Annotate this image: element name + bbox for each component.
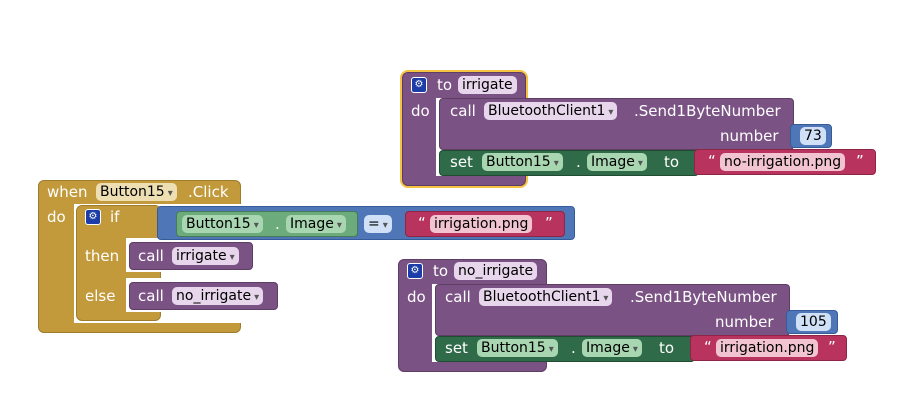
procedure-name: irrigate — [176, 248, 227, 264]
component-name: BluetoothClient1 — [483, 289, 601, 305]
do-keyword: do — [407, 288, 426, 306]
open-quote: “ — [704, 338, 712, 356]
procedure-dropdown[interactable]: irrigate▾ — [172, 247, 239, 265]
set-component-name: Button15 — [481, 340, 546, 356]
call-keyword: call — [138, 287, 164, 305]
set-property-block[interactable] — [439, 150, 699, 176]
open-quote: “ — [418, 214, 426, 232]
property-dropdown[interactable]: Image▾ — [582, 339, 642, 357]
text-value-field[interactable]: no-irrigation.png — [720, 153, 846, 171]
close-quote: ” — [856, 152, 864, 170]
procedure-name-field[interactable]: no_irrigate — [454, 262, 538, 280]
set-keyword: set — [450, 153, 473, 171]
call-keyword: call — [138, 247, 164, 265]
text-value-field[interactable]: irrigation.png — [716, 339, 819, 357]
dropdown-arrow-icon: ▾ — [632, 344, 638, 355]
mutator-gear-icon[interactable]: ⚙ — [407, 263, 423, 279]
number-arg-label: number — [715, 313, 774, 331]
to-keyword: to — [659, 339, 675, 357]
procedure-dropdown[interactable]: no_irrigate▾ — [172, 287, 264, 305]
call-keyword: call — [450, 102, 476, 120]
property-name: Image — [586, 340, 630, 356]
compare-operator: = — [368, 216, 380, 232]
number-value-field[interactable]: 105 — [796, 313, 831, 331]
set-component-dropdown[interactable]: Button15▾ — [477, 339, 558, 357]
event-name: .Click — [188, 183, 229, 201]
dropdown-arrow-icon: ▾ — [548, 344, 554, 355]
component-dropdown[interactable]: BluetoothClient1▾ — [484, 102, 618, 120]
mutator-gear-icon[interactable]: ⚙ — [411, 77, 427, 93]
call-keyword: call — [445, 288, 471, 306]
number-arg-label: number — [720, 127, 779, 145]
dropdown-arrow-icon: ▾ — [336, 220, 342, 231]
to-keyword: to — [437, 76, 453, 94]
property-name: Image — [591, 154, 635, 170]
component-dropdown[interactable]: BluetoothClient1▾ — [479, 288, 613, 306]
dot-separator: . — [576, 153, 581, 171]
mutator-gear-icon[interactable]: ⚙ — [85, 209, 101, 225]
text-value-field[interactable]: irrigation.png — [430, 215, 533, 233]
get-component-dropdown[interactable]: Button15▾ — [182, 215, 263, 233]
get-property-dropdown[interactable]: Image▾ — [286, 215, 346, 233]
dropdown-arrow-icon: ▾ — [253, 220, 259, 231]
number-value-field[interactable]: 73 — [800, 127, 826, 145]
close-quote: ” — [545, 214, 553, 232]
property-dropdown[interactable]: Image▾ — [587, 153, 647, 171]
dropdown-arrow-icon: ▾ — [637, 158, 643, 169]
dropdown-arrow-icon: ▾ — [608, 107, 614, 118]
to-keyword: to — [433, 262, 449, 280]
open-quote: “ — [708, 152, 716, 170]
if-keyword: if — [110, 208, 120, 226]
set-component-dropdown[interactable]: Button15▾ — [482, 153, 563, 171]
component-name: BluetoothClient1 — [488, 103, 606, 119]
method-name: .Send1ByteNumber — [634, 102, 781, 120]
then-keyword: then — [85, 247, 120, 265]
method-name: .Send1ByteNumber — [630, 288, 777, 306]
dropdown-arrow-icon: ▾ — [382, 220, 388, 231]
dropdown-arrow-icon: ▾ — [167, 188, 173, 199]
set-property-block[interactable] — [435, 336, 695, 362]
to-keyword: to — [664, 153, 680, 171]
when-keyword: when — [47, 183, 88, 201]
procedure-name-field[interactable]: irrigate — [458, 76, 517, 94]
procedure-name: no_irrigate — [176, 288, 252, 304]
event-component-name: Button15 — [100, 184, 165, 200]
do-keyword: do — [411, 102, 430, 120]
set-keyword: set — [445, 339, 468, 357]
compare-op-dropdown[interactable]: =▾ — [364, 215, 392, 233]
else-keyword: else — [85, 287, 116, 305]
close-quote: ” — [828, 338, 836, 356]
do-keyword: do — [47, 208, 66, 226]
dropdown-arrow-icon: ▾ — [553, 158, 559, 169]
set-component-name: Button15 — [486, 154, 551, 170]
get-property-name: Image — [290, 216, 334, 232]
dropdown-arrow-icon: ▾ — [229, 252, 235, 263]
get-component-name: Button15 — [186, 216, 251, 232]
dot-separator: . — [275, 215, 280, 233]
dropdown-arrow-icon: ▾ — [254, 292, 260, 303]
event-component-dropdown[interactable]: Button15▾ — [96, 183, 177, 201]
dropdown-arrow-icon: ▾ — [603, 293, 609, 304]
dot-separator: . — [571, 339, 576, 357]
